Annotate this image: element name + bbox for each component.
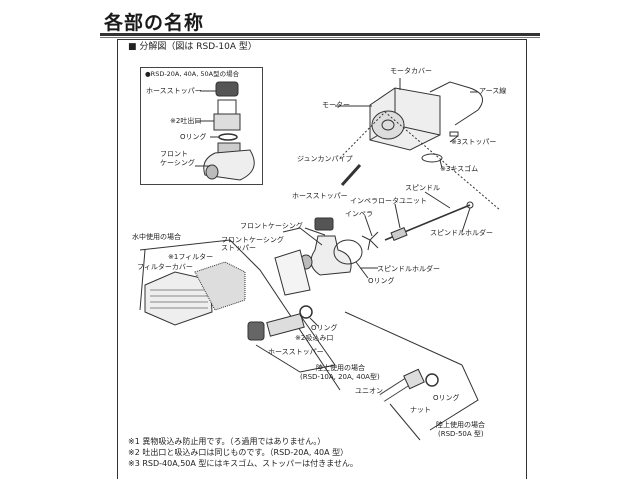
label-spindle: スピンドル: [405, 184, 440, 192]
diagram-frame: [117, 39, 527, 479]
page-title: 各部の名称: [104, 12, 205, 34]
label-motor-cover: モータカバー: [390, 67, 432, 75]
label-impeller-unit: インペラロータユニット: [350, 197, 427, 205]
label-hose-stopper-1: ホースストッパー: [292, 192, 348, 200]
label-impeller: インペラ: [345, 210, 373, 218]
footnote-1: ※1 異物吸込み防止用です。（ろ過用ではありません。）: [128, 437, 326, 446]
label-stopper: ※3ストッパー: [451, 138, 497, 146]
label-hose-stopper-inset: ホースストッパー: [146, 87, 202, 95]
label-inlet: ※2吸込み口: [295, 334, 334, 342]
label-outlet: ※2吐出口: [170, 117, 202, 125]
motor-drawing: [335, 78, 501, 211]
label-hose-stopper-2: ホースストッパー: [268, 348, 324, 356]
inset-header: ●RSD-20A, 40A, 50A型の場合: [145, 70, 240, 78]
inset-box: [140, 67, 263, 185]
inlet-drawing: [247, 305, 336, 373]
label-o-ring-2: Oリング: [311, 324, 338, 332]
label-fc-stopper-2: ストッパー: [221, 244, 256, 252]
label-front-casing: フロントケーシング: [240, 222, 303, 230]
front-casing-drawing: [274, 217, 378, 296]
footnote-2: ※2 吐出口と吸込み口は同じものです。（RSD-20A, 40A 型）: [128, 448, 349, 457]
label-kisugomu: ※3キスゴム: [440, 165, 479, 173]
section-heading: ■ 分解図（図は RSD-10A 型）: [128, 42, 257, 52]
filter-drawing: [139, 239, 341, 391]
label-spindle-holder-2: スピンドルホルダー: [377, 265, 440, 273]
title-divider-thin: [100, 37, 540, 38]
label-front-inset-1: フロント: [160, 150, 188, 158]
label-earth-wire: アース線: [479, 87, 507, 95]
label-front-inset-2: ケーシング: [160, 159, 195, 167]
label-union: ユニオン: [355, 387, 383, 395]
label-filter: ※1フィルター: [168, 253, 214, 261]
footnote-3: ※3 RSD-40A,50A 型にはキスゴム、ストッパーは付きません。: [128, 459, 358, 468]
union-drawing: [344, 311, 479, 441]
label-land-use-2: 陸上使用の場合: [436, 421, 485, 429]
label-fc-stopper-1: フロントケーシング: [221, 236, 284, 244]
title-divider: [100, 33, 540, 36]
inset-parts: [195, 81, 255, 181]
label-underwater: 水中使用の場合: [132, 233, 181, 241]
label-land-use-2-models: (RSD-50A 型): [438, 430, 484, 438]
label-motor: モーター: [322, 101, 350, 109]
label-spindle-holder-1: スピンドルホルダー: [430, 229, 493, 237]
label-o-ring-inset: Oリング: [180, 133, 207, 141]
label-land-use-1: 陸上使用の場合: [316, 364, 365, 372]
label-o-ring-1: Oリング: [368, 277, 395, 285]
label-nut: ナット: [410, 406, 431, 414]
label-o-ring-3: Oリング: [433, 394, 460, 402]
label-junkan-pipe: ジュンカンパイプ: [297, 155, 353, 163]
label-land-use-1-models: (RSD-10A, 20A, 40A型): [300, 373, 380, 381]
impeller-drawing: [361, 191, 474, 251]
label-filter-cover: フィルターカバー: [137, 263, 193, 271]
